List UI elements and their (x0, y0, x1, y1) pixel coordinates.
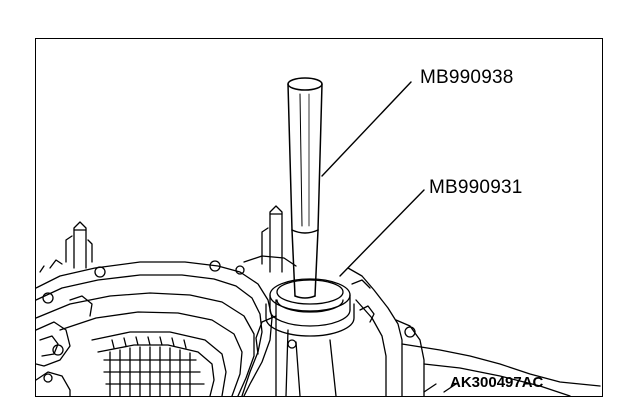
rear-housing (243, 255, 601, 396)
transmission-case (36, 205, 283, 396)
callout-label-mb990931: MB990931 (429, 177, 523, 198)
callout-leaders (321, 81, 425, 277)
figure-code: AK300497AC (450, 374, 544, 391)
callout-label-mb990938: MB990938 (420, 67, 514, 88)
installer-bar-mb990938 (287, 77, 323, 299)
installer-mb990931 (265, 278, 355, 337)
